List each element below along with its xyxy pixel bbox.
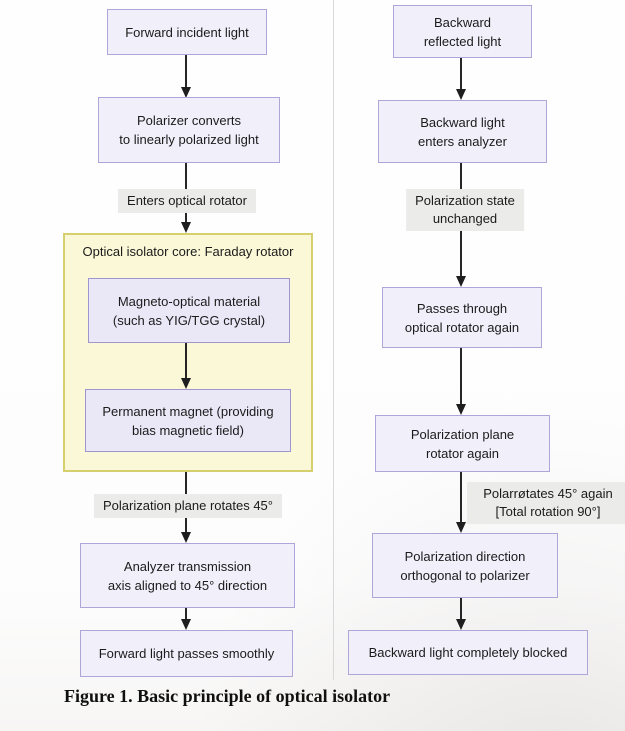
- arrow-line: [460, 348, 462, 404]
- arrow-connector-right-1: [455, 58, 467, 100]
- arrow-connector-left-1: [180, 55, 192, 98]
- arrow-line: [460, 472, 462, 522]
- arrow-down-icon: [181, 619, 191, 630]
- arrow-line: [185, 608, 187, 619]
- node-forward-incident-light: Forward incident light: [107, 9, 267, 55]
- edge-label-rotates-45-again: Polarrøtates 45° again [Total rotation 9…: [467, 482, 625, 524]
- node-backward-reflected-light: Backward reflected light: [393, 5, 532, 58]
- edge-label-plane-rotates-45: Polarization plane rotates 45°: [94, 494, 282, 518]
- arrow-down-icon: [456, 89, 466, 100]
- edge-label-enters-rotator: Enters optical rotator: [118, 189, 256, 213]
- arrow-connector-right-3: [455, 348, 467, 415]
- node-permanent-magnet: Permanent magnet (providing bias magneti…: [85, 389, 291, 452]
- arrow-down-icon: [456, 522, 466, 533]
- arrow-down-icon: [181, 222, 191, 233]
- arrow-connector-left-3: [180, 343, 192, 389]
- arrow-line: [185, 343, 187, 378]
- arrow-line: [460, 598, 462, 619]
- figure-caption: Figure 1. Basic principle of optical iso…: [64, 686, 391, 706]
- arrow-down-icon: [181, 532, 191, 543]
- node-orthogonal-to-polarizer: Polarization direction orthogonal to pol…: [372, 533, 558, 598]
- node-forward-passes-smoothly: Forward light passes smoothly: [80, 630, 293, 677]
- arrow-connector-left-5: [180, 608, 192, 630]
- node-polarizer-converts: Polarizer converts to linearly polarized…: [98, 97, 280, 163]
- node-backward-completely-blocked: Backward light completely blocked: [348, 630, 588, 675]
- arrow-down-icon: [456, 404, 466, 415]
- node-analyzer-axis-45: Analyzer transmission axis aligned to 45…: [80, 543, 295, 608]
- node-passes-rotator-again: Passes through optical rotator again: [382, 287, 542, 348]
- arrow-down-icon: [456, 619, 466, 630]
- arrow-connector-right-5: [455, 598, 467, 630]
- node-polarization-plane-rotator-again: Polarization plane rotator again: [375, 415, 550, 472]
- arrow-line: [185, 55, 187, 87]
- edge-label-state-unchanged: Polarization state unchanged: [406, 189, 524, 231]
- arrow-down-icon: [456, 276, 466, 287]
- column-divider: [333, 0, 334, 680]
- node-magneto-optical-material: Magneto-optical material (such as YIG/TG…: [88, 278, 290, 343]
- arrow-down-icon: [181, 378, 191, 389]
- arrow-down-icon: [181, 87, 191, 98]
- group-title: Optical isolator core: Faraday rotator: [82, 244, 294, 259]
- arrow-line: [460, 58, 462, 89]
- arrow-connector-right-4: [455, 472, 467, 533]
- node-backward-enters-analyzer: Backward light enters analyzer: [378, 100, 547, 163]
